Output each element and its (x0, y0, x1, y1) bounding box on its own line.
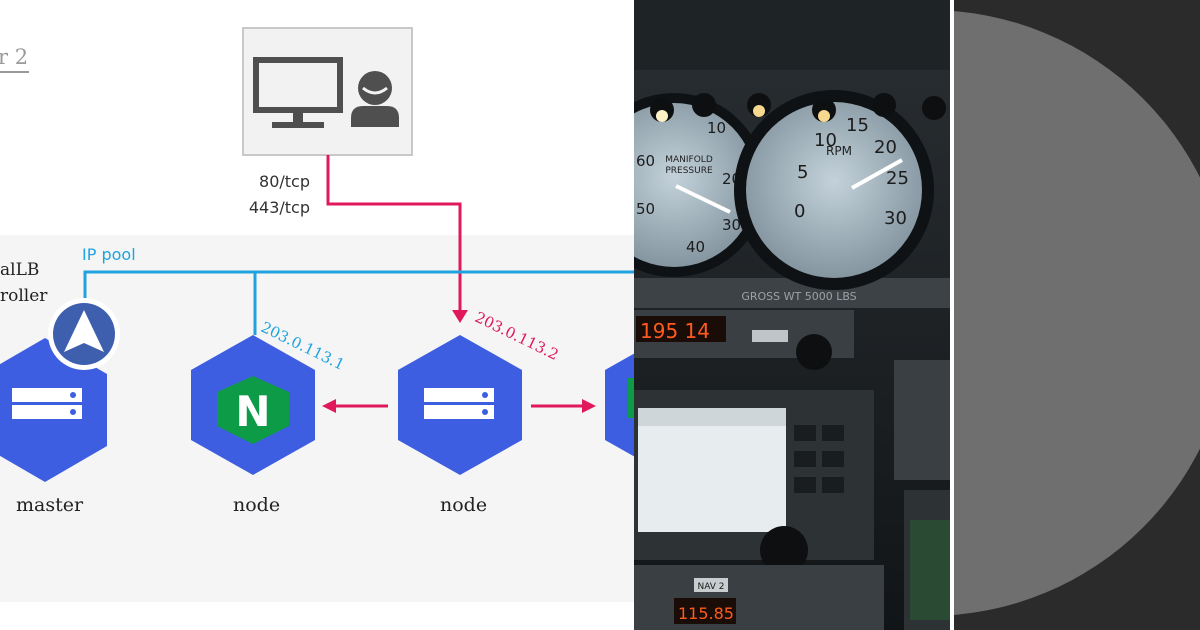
controller-label-line2: roller (0, 286, 48, 306)
gauge-right-tick: 30 (884, 208, 907, 229)
nav-radio: NAV 2 115.85 (634, 565, 884, 630)
gps-unit (634, 390, 874, 574)
traffic-path (326, 155, 468, 323)
arrow-logo-icon (64, 310, 104, 352)
gauge-right-tick: 5 (797, 162, 808, 183)
transponder-unit: 195 14 (634, 310, 854, 370)
abstract-panel (954, 0, 1200, 630)
gauge-right-tick: 20 (874, 137, 897, 158)
user-icon (351, 71, 399, 127)
right-arrow (531, 399, 596, 413)
port-http: 80/tcp (259, 172, 310, 191)
gauge-left-tick: 40 (686, 238, 705, 256)
nginx-icon (217, 376, 289, 444)
ip-pool-line (83, 270, 634, 335)
gauge-right-tick: 25 (886, 168, 909, 189)
abstract-circle-graphic (954, 0, 1200, 630)
controller-badge (48, 298, 120, 370)
panel-lights (650, 93, 946, 122)
weight-placard: GROSS WT 5000 LBS (741, 290, 856, 303)
gauge-right-tick: 10 (814, 130, 837, 151)
gauge-right-title: RPM (826, 144, 852, 158)
gauge-left-title-2: PRESSURE (665, 166, 713, 176)
nginx-node: N (191, 335, 315, 475)
gauge-left-title-1: MANIFOLD (665, 155, 713, 165)
left-arrow (322, 399, 388, 413)
diagram-canvas: N (0, 27, 634, 482)
gauge-right-tick: 15 (846, 115, 869, 136)
manifold-pressure-gauge: MANIFOLD PRESSURE 10 20 30 40 50 60 (634, 93, 766, 277)
nginx-node-label: node (233, 494, 281, 516)
center-node (398, 335, 522, 475)
digital-readout: 195 14 (640, 319, 710, 343)
gauge-left-tick: 30 (722, 216, 741, 234)
gauge-left-tick: 50 (636, 200, 655, 218)
rpm-gauge: RPM 0 5 10 15 20 25 30 (734, 90, 934, 290)
master-label: master (16, 494, 84, 516)
gauge-left-tick: 10 (707, 119, 726, 137)
architecture-diagram: N r 2 alLB roller IP pool 80/tcp 443 (0, 27, 634, 516)
large-gray-circle (954, 11, 1200, 615)
center-node-label: node (440, 494, 488, 516)
nav-label: NAV 2 (697, 582, 724, 592)
gauge-right-tick: 0 (794, 201, 805, 222)
client-box (242, 27, 413, 156)
cockpit-illustration: MANIFOLD PRESSURE 10 20 30 40 50 60 RPM … (634, 0, 950, 630)
gauge-left-tick: 60 (636, 152, 655, 170)
ip-pool-label: IP pool (82, 245, 136, 264)
port-https: 443/tcp (248, 198, 310, 217)
monitor-icon (253, 57, 343, 128)
heading-fragment: r 2 (0, 45, 29, 69)
master-node (0, 338, 107, 482)
nav-readout: 115.85 (678, 604, 734, 623)
panel-divider (950, 0, 954, 630)
server-icon (424, 388, 494, 419)
controller-label-line1: alLB (0, 260, 40, 280)
right-node-partial (605, 353, 634, 457)
cockpit-photo: MANIFOLD PRESSURE 10 20 30 40 50 60 RPM … (634, 0, 950, 630)
server-icon (12, 388, 82, 419)
nginx-badge-letter: N (235, 387, 270, 436)
